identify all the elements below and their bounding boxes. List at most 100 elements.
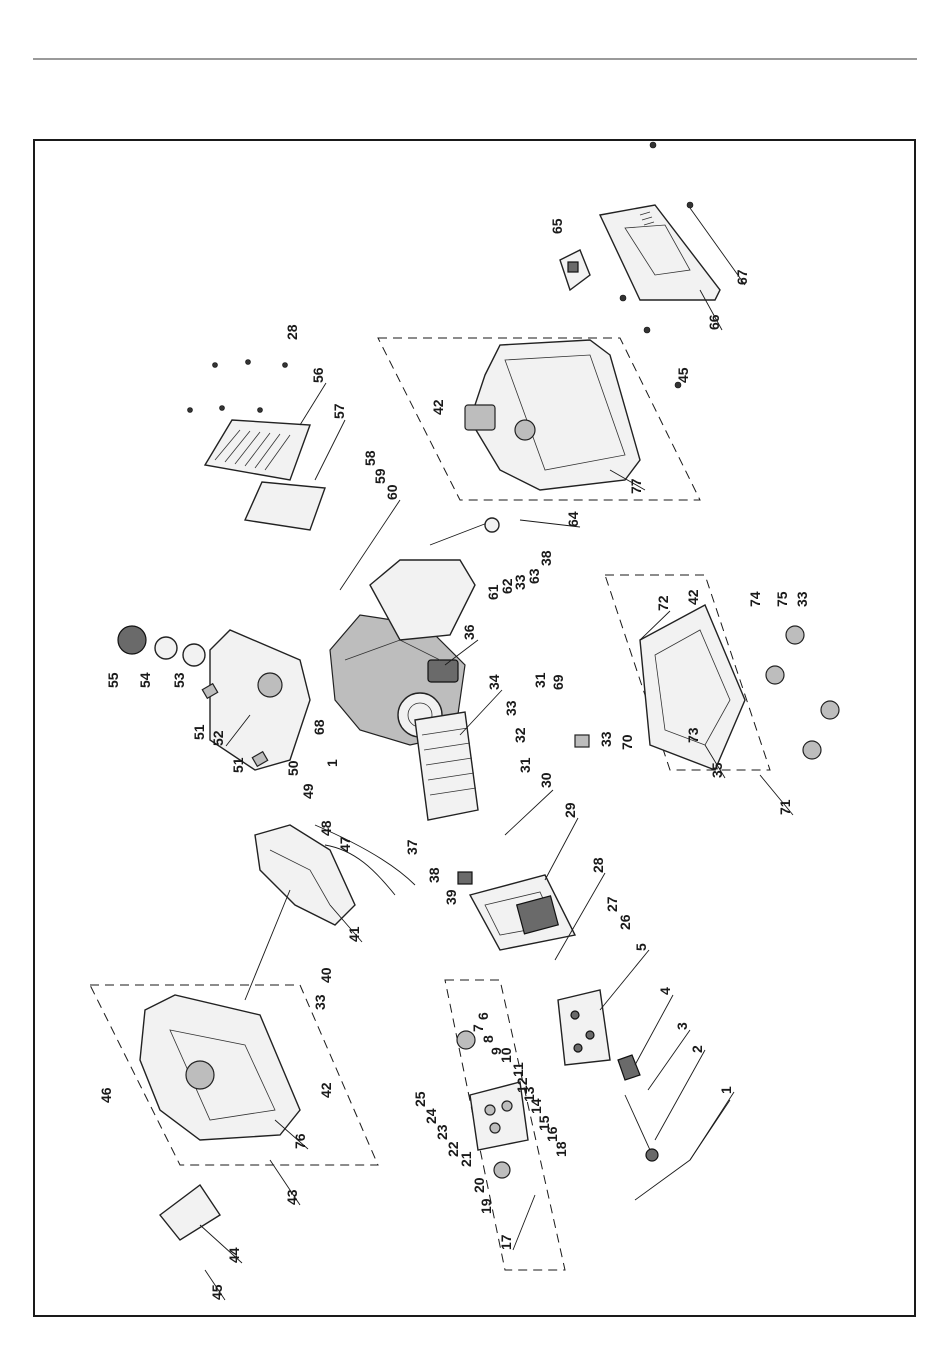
- screw: [213, 363, 218, 368]
- air-filter-cover: [415, 712, 478, 820]
- callout-c64: 64: [565, 511, 581, 527]
- callout-c73: 73: [685, 727, 701, 743]
- callout-c24: 24: [423, 1108, 439, 1124]
- callout-c31a: 31: [517, 757, 533, 773]
- front-cover: [465, 340, 640, 490]
- callout-c51b: 51: [230, 757, 246, 773]
- callout-c16: 16: [544, 1126, 560, 1142]
- fuel-valve: [485, 518, 499, 532]
- callout-c3: 3: [674, 1022, 690, 1030]
- callout-c42a: 42: [685, 589, 701, 605]
- side-grille: [205, 420, 310, 480]
- callout-c22: 22: [445, 1141, 461, 1157]
- callout-c4: 4: [657, 987, 673, 995]
- callout-c44: 44: [226, 1247, 242, 1263]
- callout-c20: 20: [471, 1177, 487, 1193]
- screw: [246, 360, 251, 365]
- callout-c67: 67: [734, 269, 750, 285]
- fuel-cap: [118, 626, 205, 666]
- control-housing: [470, 875, 575, 950]
- callout-c59: 59: [372, 468, 388, 484]
- callout-c69: 69: [550, 674, 566, 690]
- screw: [283, 363, 288, 368]
- callout-c7: 7: [470, 1024, 486, 1032]
- callout-c49: 49: [300, 783, 316, 799]
- callout-c14: 14: [528, 1098, 544, 1114]
- outlet: [494, 1162, 510, 1178]
- callout-c58: 58: [362, 450, 378, 466]
- panel-knob: [560, 250, 590, 290]
- screw: [188, 408, 193, 413]
- callout-c50: 50: [285, 760, 301, 776]
- callout-c54: 54: [137, 672, 153, 688]
- callout-c45b: 45: [209, 1284, 225, 1300]
- callout-c52: 52: [210, 730, 226, 746]
- callout-c25: 25: [412, 1091, 428, 1107]
- rubber-foot: [766, 666, 784, 684]
- callout-c27: 27: [604, 896, 620, 912]
- callout-c2: 2: [689, 1045, 705, 1053]
- callout-c11: 11: [510, 1062, 526, 1077]
- callout-c28: 28: [590, 857, 606, 873]
- fuel-tank: [210, 630, 310, 770]
- callout-c43: 43: [284, 1189, 300, 1205]
- callout-c33c: 33: [794, 591, 810, 607]
- callout-c63: 63: [526, 568, 542, 584]
- callout-c31b: 31: [532, 672, 548, 688]
- callout-c19: 19: [478, 1198, 494, 1214]
- callout-c6: 6: [475, 1012, 491, 1020]
- callout-c38b: 38: [426, 867, 442, 883]
- callout-c30: 30: [538, 772, 554, 788]
- callout-c41: 41: [346, 926, 362, 942]
- callout-c65: 65: [549, 218, 565, 234]
- callout-c17: 17: [498, 1234, 514, 1250]
- callout-c71: 71: [777, 799, 793, 815]
- callout-c10: 10: [498, 1047, 514, 1063]
- callout-c47: 47: [337, 836, 353, 852]
- callout-c34: 34: [486, 674, 502, 690]
- callout-c37: 37: [404, 839, 420, 855]
- screw: [620, 295, 626, 301]
- callout-c53: 53: [171, 672, 187, 688]
- callout-c18: 18: [553, 1141, 569, 1157]
- rod-end: [646, 1149, 658, 1161]
- callout-c23: 23: [434, 1124, 450, 1140]
- callout-c45a: 45: [675, 367, 691, 383]
- inverter-module: [575, 735, 589, 747]
- screw: [650, 142, 656, 148]
- callout-c1b: 1: [324, 759, 340, 767]
- callout-c5: 5: [633, 943, 649, 951]
- callout-c72: 72: [655, 595, 671, 611]
- callout-c1: 1: [718, 1086, 734, 1094]
- control-faceplate: [558, 990, 610, 1065]
- access-panel: [600, 205, 720, 300]
- callout-c56: 56: [310, 367, 326, 383]
- callout-c33a: 33: [503, 700, 519, 716]
- callout-c46: 46: [98, 1087, 114, 1103]
- callout-c33b: 33: [598, 731, 614, 747]
- callout-c66: 66: [706, 314, 722, 330]
- rubber-foot: [786, 626, 804, 644]
- callout-c42b: 42: [430, 399, 446, 415]
- callout-c8: 8: [480, 1035, 496, 1043]
- callout-c76: 76: [292, 1133, 308, 1149]
- rear-cover: [140, 995, 300, 1140]
- callout-c26: 26: [617, 914, 633, 930]
- screw: [220, 406, 225, 411]
- callout-c48: 48: [318, 820, 334, 836]
- callout-c70: 70: [619, 734, 635, 750]
- outlet: [457, 1031, 475, 1049]
- rubber-foot: [803, 741, 821, 759]
- screw: [258, 408, 263, 413]
- callout-c40: 40: [318, 967, 334, 983]
- callout-c32: 32: [512, 727, 528, 743]
- callout-c38a: 38: [538, 550, 554, 566]
- callout-c39: 39: [443, 889, 459, 905]
- callout-c55: 55: [105, 672, 121, 688]
- callout-c33e: 33: [312, 994, 328, 1010]
- callout-c74: 74: [747, 591, 763, 607]
- callout-c68: 68: [311, 719, 327, 735]
- callout-c29: 29: [562, 802, 578, 818]
- callout-c36: 36: [461, 624, 477, 640]
